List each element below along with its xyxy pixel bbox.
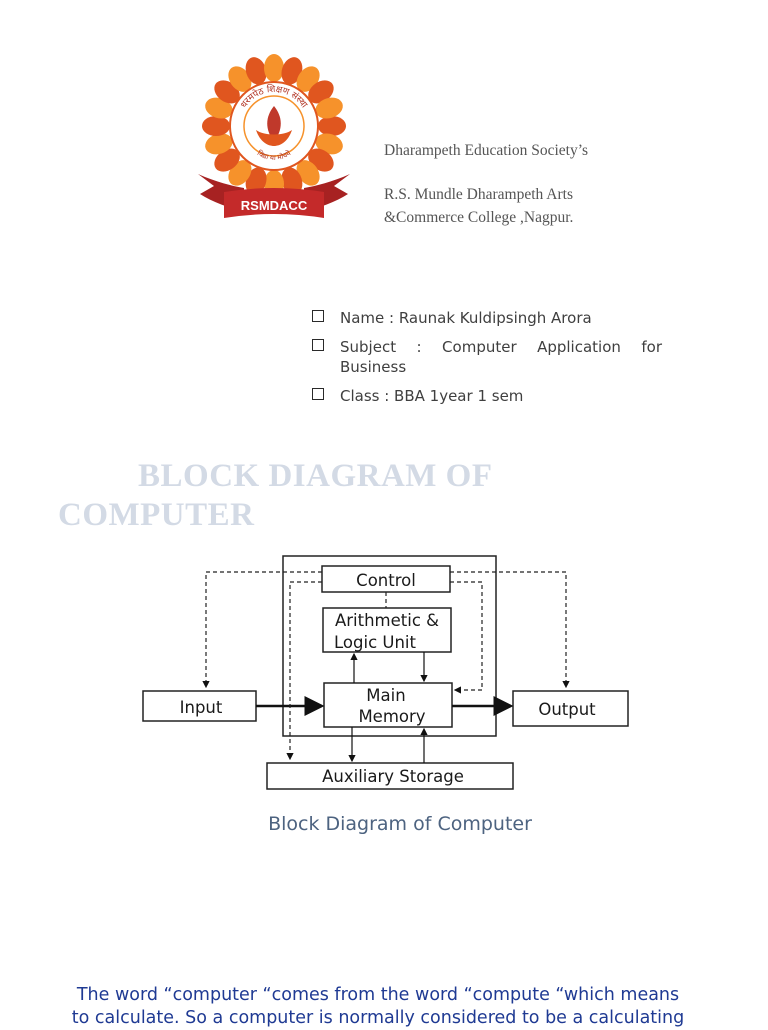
logo-petal xyxy=(281,57,303,85)
logo-wordmark: RSMDACC xyxy=(241,198,308,213)
logo-petal xyxy=(318,116,346,136)
alu-label-line2: Logic Unit xyxy=(334,633,416,652)
storage-box xyxy=(266,762,514,790)
info-class-text: Class : BBA 1year 1 sem xyxy=(340,387,524,405)
logo-petal xyxy=(202,116,230,136)
logo-petal xyxy=(308,80,334,104)
output-label: Output xyxy=(538,700,596,719)
checkbox-bullet-icon xyxy=(312,388,324,400)
info-subject-text: Subject : Computer Application for xyxy=(340,338,662,356)
storage-label: Auxiliary Storage xyxy=(322,767,464,786)
control-to-storage-signal xyxy=(286,581,322,761)
logo-petal xyxy=(205,133,233,155)
logo-lotus xyxy=(256,130,292,146)
control-to-output-signal xyxy=(450,571,570,689)
logo-inner-ring xyxy=(243,95,305,157)
logo-petal xyxy=(214,148,240,172)
control-to-memory-signal xyxy=(450,581,483,694)
alu-label-line1: Arithmetic & xyxy=(335,611,439,630)
logo-petal xyxy=(264,54,284,82)
info-subject-text-line2: Business xyxy=(340,358,407,376)
college-name-line2: &Commerce College ,Nagpur. xyxy=(384,209,574,226)
logo-petal xyxy=(205,97,233,119)
logo-ribbon xyxy=(224,188,324,218)
college-name-line1: R.S. Mundle Dharampeth Arts xyxy=(384,186,573,203)
logo-petal xyxy=(315,97,343,119)
intro-paragraph-line1: The word “computer “comes from the word … xyxy=(76,985,680,1005)
page-title-line2: COMPUTER xyxy=(58,497,255,533)
intro-paragraph: The word “computer “comes from the word … xyxy=(58,984,698,1030)
block-diagram: Control Arithmetic & Logic Unit Main Mem… xyxy=(142,555,629,835)
control-label: Control xyxy=(356,571,416,590)
alu-box xyxy=(322,607,452,653)
logo-petal xyxy=(315,133,343,155)
intro-paragraph-line2: to calculate. So a computer is normally … xyxy=(71,1008,685,1028)
input-label: Input xyxy=(180,698,223,717)
memory-label-line2: Memory xyxy=(358,707,425,726)
logo-petal xyxy=(296,160,320,186)
diagram-caption: Block Diagram of Computer xyxy=(268,813,532,835)
control-to-input-signal xyxy=(202,571,322,689)
checkbox-bullet-icon xyxy=(312,339,324,351)
output-box xyxy=(512,690,629,727)
logo-petal xyxy=(245,167,267,195)
society-name: Dharampeth Education Society’s xyxy=(384,142,589,159)
cpu-box xyxy=(282,555,497,737)
logo-petal xyxy=(245,57,267,85)
page-title-line1: BLOCK DIAGRAM OF xyxy=(138,458,493,494)
logo-petal xyxy=(228,66,252,92)
college-logo: धरमपेठ शिक्षण संस्था विद्या या मोचये RSM… xyxy=(198,54,350,218)
logo-lamp-flame xyxy=(267,106,281,142)
logo-petal xyxy=(281,167,303,195)
info-name-text: Name : Raunak Kuldipsingh Arora xyxy=(340,309,592,327)
checkbox-bullet-icon xyxy=(312,310,324,322)
memory-label-line1: Main xyxy=(366,686,405,705)
logo-petals xyxy=(202,54,346,198)
